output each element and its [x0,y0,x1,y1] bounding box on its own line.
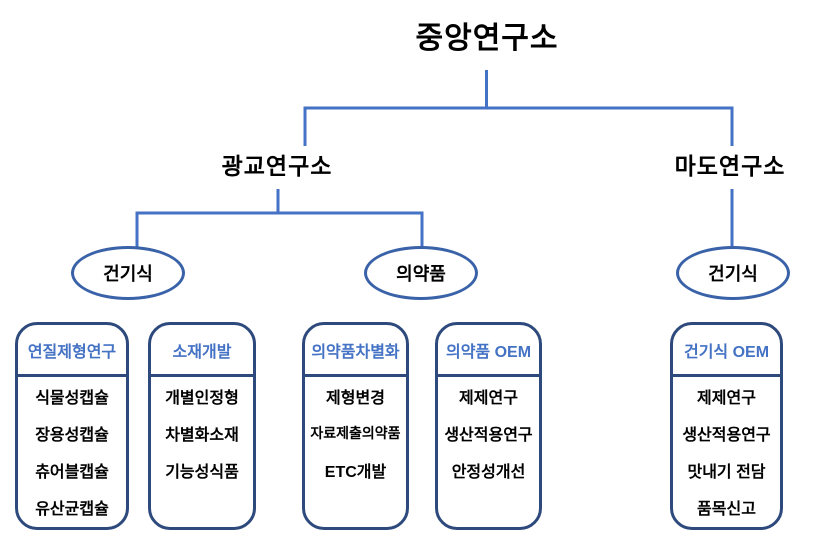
box-item: 장용성캡슐 [35,426,109,444]
root-node-label: 중앙연구소 [415,22,559,55]
box-item: 생산적용연구 [682,426,771,444]
box-health-food-oem: 건기식 OEM 제제연구 생산적용연구 맛내기 전담 품목신고 [670,322,783,530]
box-item: 차별화소재 [165,426,239,444]
box-item: 안정성개선 [451,463,526,481]
box-item: 개별인정형 [165,389,239,407]
box-item: 츄어블캡슐 [35,463,109,481]
box-header: 연질제형연구 [18,325,126,377]
level2-bracket-line [135,211,424,248]
box-item: 유산균캡슐 [35,500,109,518]
box-item: 제형변경 [326,389,385,407]
ellipse-health-food-right: 건기식 [676,246,790,300]
level1-bracket-line [303,106,734,146]
box-item: 맛내기 전담 [687,463,766,481]
box-material-development: 소재개발 개별인정형 차별화소재 기능성식품 [148,322,256,530]
box-pharma-oem: 의약품 OEM 제제연구 생산적용연구 안정성개선 [435,322,542,530]
box-header: 의약품차별화 [305,325,406,377]
ellipse-label: 의약품 [396,264,446,284]
box-item: 식물성캡슐 [35,389,109,407]
branch-label-gwanggyo: 광교연구소 [221,153,333,179]
box-item: 품목신고 [697,500,756,518]
box-item: 생산적용연구 [444,426,533,444]
box-item: 제제연구 [697,389,756,407]
box-pharma-differentiation: 의약품차별화 제형변경 자료제출의약품 ETC개발 [302,322,409,530]
box-item: ETC개발 [324,463,387,481]
box-header: 소재개발 [151,325,253,377]
box-header: 건기식 OEM [673,325,780,377]
box-item: 기능성식품 [165,463,239,481]
box-soft-formulation-research: 연질제형연구 식물성캡슐 장용성캡슐 츄어블캡슐 유산균캡슐 [15,322,129,530]
ellipse-pharma: 의약품 [364,246,478,300]
box-item: 제제연구 [459,389,518,407]
box-header: 의약품 OEM [438,325,539,377]
ellipse-label: 건기식 [708,264,758,284]
ellipse-health-food-left: 건기식 [71,246,185,300]
ellipse-label: 건기식 [103,264,153,284]
branch-label-mado: 마도연구소 [674,153,786,179]
box-item: 자료제출의약품 [310,424,401,441]
